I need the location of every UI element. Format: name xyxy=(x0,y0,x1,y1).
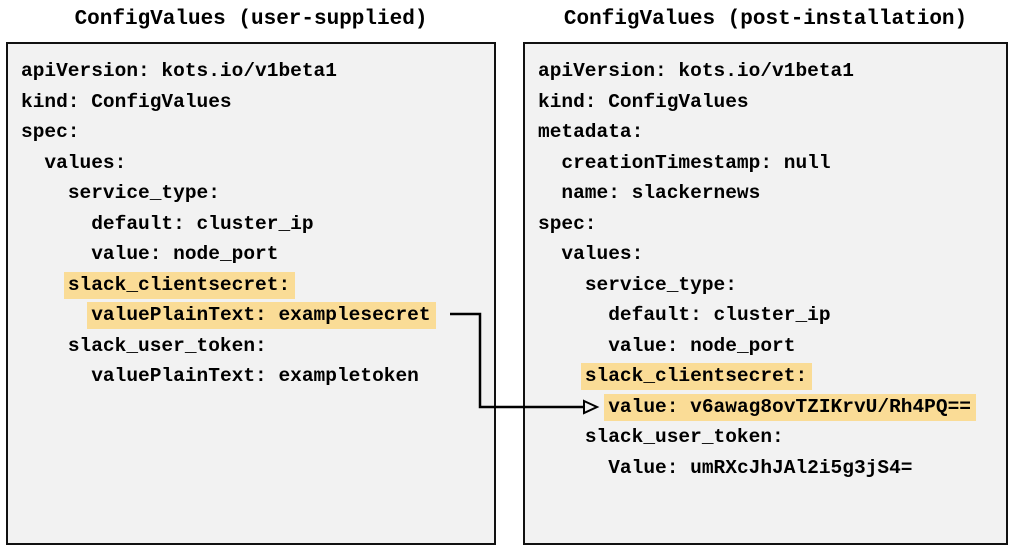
code-line: value: node_port xyxy=(538,331,1006,362)
left-panel-user-supplied: apiVersion: kots.io/v1beta1 kind: ConfigV… xyxy=(6,42,496,545)
code-text: values: xyxy=(44,151,127,174)
code-line: name: slackernews xyxy=(538,178,1006,209)
code-text: default: cluster_ip xyxy=(608,304,831,326)
code-text: service_type: xyxy=(67,182,220,204)
code-line: service_type: xyxy=(21,178,494,209)
code-text: slack_user_token: xyxy=(584,426,784,448)
code-text: kind: ConfigValues xyxy=(538,90,749,113)
code-line: kind: ConfigValues xyxy=(538,87,1006,118)
highlighted-code-text: slack_clientsecret: xyxy=(580,363,813,390)
code-line: default: cluster_ip xyxy=(538,300,1006,331)
code-line: default: cluster_ip xyxy=(21,209,494,240)
code-line: value: node_port xyxy=(21,239,494,270)
code-text: slack_user_token: xyxy=(67,334,267,357)
code-line: creationTimestamp: null xyxy=(538,148,1006,179)
code-text: valuePlainText: exampletoken xyxy=(91,365,419,387)
code-line: valuePlainText: exampletoken xyxy=(21,361,494,392)
code-text: Value: umRXcJhJAl2i5g3jS4= xyxy=(608,456,913,479)
code-line: slack_clientsecret: xyxy=(21,270,494,301)
code-text: service_type: xyxy=(584,273,737,296)
code-text: spec: xyxy=(21,121,80,143)
code-line: spec: xyxy=(538,209,1006,240)
code-text: default: cluster_ip xyxy=(91,212,314,235)
code-line: value: v6awag8ovTZIKrvU/Rh4PQ== xyxy=(538,392,1006,423)
code-text: kind: ConfigValues xyxy=(21,90,232,113)
code-line: service_type: xyxy=(538,270,1006,301)
code-line: slack_clientsecret: xyxy=(538,361,1006,392)
code-line: valuePlainText: examplesecret xyxy=(21,300,494,331)
code-line: slack_user_token: xyxy=(21,331,494,362)
right-panel-title: ConfigValues (post-installation) xyxy=(563,8,968,31)
code-line: metadata: xyxy=(538,117,1006,148)
code-line: Value: umRXcJhJAl2i5g3jS4= xyxy=(538,453,1006,484)
code-text: spec: xyxy=(538,212,597,235)
highlighted-code-text: value: v6awag8ovTZIKrvU/Rh4PQ== xyxy=(604,393,976,421)
left-panel-title: ConfigValues (user-supplied) xyxy=(74,8,428,31)
code-text: creationTimestamp: null xyxy=(561,151,831,174)
code-text: values: xyxy=(561,243,644,265)
code-text: value: node_port xyxy=(91,243,279,265)
code-text: apiVersion: kots.io/v1beta1 xyxy=(21,60,337,82)
code-line: apiVersion: kots.io/v1beta1 xyxy=(538,56,1006,87)
code-line: kind: ConfigValues xyxy=(21,87,494,118)
highlighted-code-text: slack_clientsecret: xyxy=(63,271,296,299)
right-panel-post-installation: apiVersion: kots.io/v1beta1 kind: ConfigV… xyxy=(523,42,1008,545)
code-text: apiVersion: kots.io/v1beta1 xyxy=(538,60,854,82)
highlighted-code-text: valuePlainText: examplesecret xyxy=(87,302,436,329)
code-text: name: slackernews xyxy=(561,182,761,204)
code-line: spec: xyxy=(21,117,494,148)
code-text: value: node_port xyxy=(608,334,796,357)
code-line: slack_user_token: xyxy=(538,422,1006,453)
code-text: metadata: xyxy=(538,121,644,143)
code-line: values: xyxy=(538,239,1006,270)
code-line: values: xyxy=(21,148,494,179)
code-line: apiVersion: kots.io/v1beta1 xyxy=(21,56,494,87)
